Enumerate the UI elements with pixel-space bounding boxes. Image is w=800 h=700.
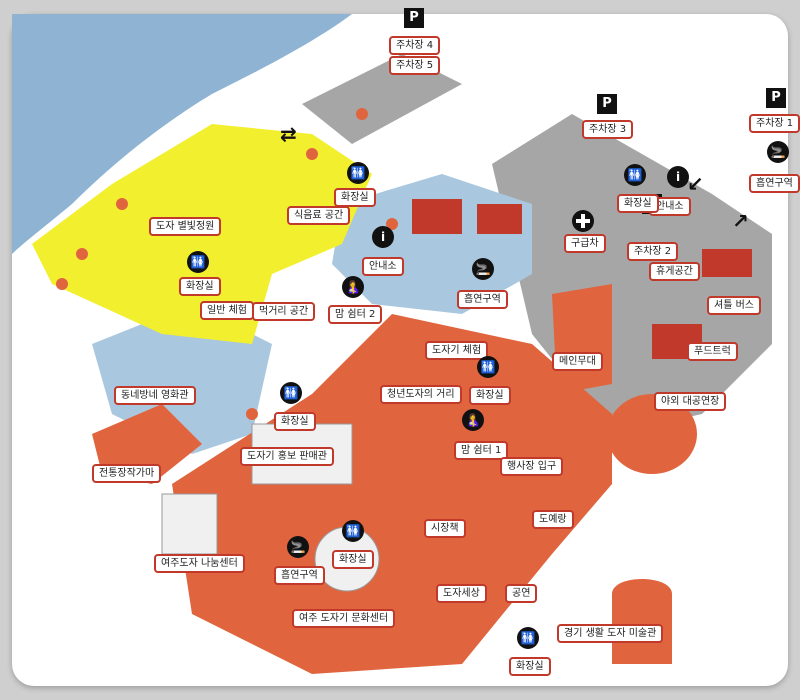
label-parking1: 주차장 1 (749, 114, 800, 133)
label-dojasesang: 도자세상 (436, 584, 487, 603)
parking-lot-top (302, 54, 462, 144)
label-kiln: 전통장작가마 (92, 464, 162, 483)
restroom-icon: 🚻 (187, 251, 209, 273)
label-garden: 도자 별빛정원 (149, 217, 222, 236)
sharing-building (161, 493, 218, 555)
direction-arrow-icon: ↗ (732, 209, 749, 233)
label-pottery-exp: 도자기 체험 (425, 341, 489, 360)
label-rest-area: 휴게공간 (649, 262, 700, 281)
smoking-icon: 🚬 (287, 536, 309, 558)
label-doyerang: 도예랑 (532, 510, 574, 529)
mom-icon: 🤱 (462, 409, 484, 431)
label-parking5: 주차장 5 (389, 56, 441, 75)
direction-arrow-icon: ⇄ (280, 122, 297, 146)
parking-icon: P (404, 8, 424, 28)
label-sharing: 여주도자 나눔센터 (154, 554, 245, 573)
label-info-right: 안내소 (649, 197, 691, 216)
label-ambulance: 구급차 (564, 234, 606, 253)
bus-shape (702, 249, 752, 277)
map-card: P P P P 주차장 4 주차장 5 주차장 3 주차장 1 🚬 흡연구역 🚻… (12, 8, 800, 686)
label-young-street: 청년도자의 거리 (380, 385, 462, 404)
building-center2 (477, 204, 522, 234)
label-performance: 공연 (505, 584, 538, 603)
label-mom-rest2: 맘 쉼터 2 (328, 305, 383, 324)
label-restroom-left: 화장실 (179, 277, 221, 296)
orange-zone-stage (552, 284, 612, 394)
label-restroom-bottom: 화장실 (509, 657, 551, 676)
label-shuttle: 셔틀 버스 (707, 296, 761, 315)
restroom-icon: 🚻 (347, 162, 369, 184)
parking-icon: P (597, 94, 617, 114)
smoking-icon: 🚬 (472, 258, 494, 280)
label-main-stage: 메인무대 (552, 352, 603, 371)
parking-icon: P (766, 88, 786, 108)
direction-arrow-icon: ↙ (687, 172, 704, 196)
first-aid-icon (572, 210, 594, 232)
restroom-icon: 🚻 (477, 356, 499, 378)
label-parking2: 주차장 2 (627, 242, 679, 261)
museum-building (612, 579, 672, 664)
outdoor-stage-circle (607, 394, 697, 474)
label-restroom-mid: 화장실 (469, 386, 511, 405)
label-restroom-center: 화장실 (274, 412, 316, 431)
map-artwork (12, 14, 772, 674)
label-food-street: 먹거리 공간 (252, 302, 316, 321)
label-general-exp: 일반 체험 (200, 301, 254, 320)
restroom-icon: 🚻 (342, 520, 364, 542)
label-info-center: 안내소 (362, 257, 404, 276)
label-smoking-bottom: 흡연구역 (274, 566, 325, 585)
restroom-icon: 🚻 (517, 627, 539, 649)
label-smoking-mid: 흡연구역 (457, 290, 508, 309)
label-snack: 식음료 공간 (287, 206, 351, 225)
label-mom-rest1: 맘 쉼터 1 (454, 441, 509, 460)
label-parking4: 주차장 4 (389, 36, 441, 55)
label-food-truck: 푸드트럭 (687, 342, 738, 361)
label-theater: 동네방네 영화관 (114, 386, 196, 405)
label-market: 시장책 (424, 519, 466, 538)
label-restroom-bottom-center: 화장실 (332, 550, 374, 569)
label-culture-center: 여주 도자기 문화센터 (292, 609, 396, 628)
mom-icon: 🤱 (342, 276, 364, 298)
label-museum: 경기 생활 도자 미술관 (557, 624, 664, 643)
building-center (412, 199, 462, 234)
label-parking3: 주차장 3 (582, 120, 634, 139)
river (12, 14, 352, 254)
label-smoking-right: 흡연구역 (749, 174, 800, 193)
label-entrance: 행사장 입구 (500, 457, 564, 476)
info-icon: i (372, 226, 394, 248)
label-restroom-top: 화장실 (334, 188, 376, 207)
smoking-icon: 🚬 (767, 141, 789, 163)
label-promo-shop: 도자기 홍보 판매관 (240, 447, 334, 466)
label-restroom-right: 화장실 (617, 194, 659, 213)
restroom-icon: 🚻 (624, 164, 646, 186)
restroom-icon: 🚻 (280, 382, 302, 404)
info-icon: i (667, 166, 689, 188)
label-outdoor-stage: 야외 대공연장 (654, 392, 727, 411)
